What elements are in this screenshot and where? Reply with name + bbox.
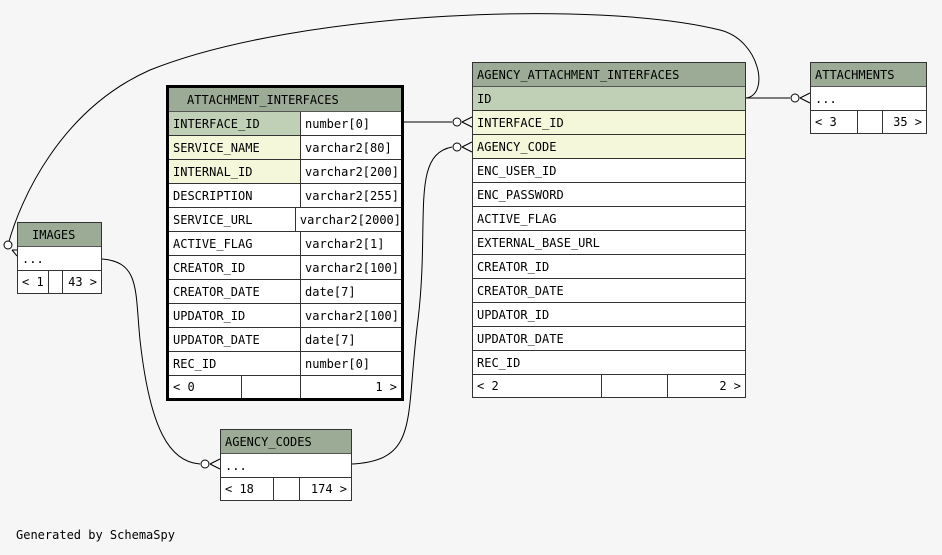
table-title: IMAGES <box>18 223 101 247</box>
column-name: SERVICE_URL <box>173 213 253 227</box>
table-footer: < 18 174 > <box>221 478 351 500</box>
column-name: INTERNAL_ID <box>169 160 300 183</box>
table-title: AGENCY_ATTACHMENT_INTERFACES <box>473 63 745 87</box>
table-images[interactable]: IMAGES ... < 1 43 > <box>17 222 102 294</box>
table-footer: < 2 2 > <box>473 375 745 397</box>
optional-marker-images <box>3 240 13 250</box>
column-name: EXTERNAL_BASE_URL <box>477 236 600 250</box>
footer-right: 2 > <box>667 375 745 397</box>
column-name: CREATOR_ID <box>477 260 550 274</box>
column-type: date[7] <box>300 280 401 303</box>
column-name: INTERFACE_ID <box>169 112 300 135</box>
column-type: varchar2[255] <box>300 184 401 207</box>
column-type: varchar2[80] <box>300 136 401 159</box>
column-name: CREATOR_DATE <box>477 284 564 298</box>
optional-marker-agency-code <box>452 142 462 152</box>
table-footer: < 3 35 > <box>811 111 926 133</box>
footer-left: < 0 <box>173 380 195 394</box>
table-title: ATTACHMENTS <box>811 63 926 87</box>
table-row[interactable]: ACTIVE_FLAG <box>473 207 745 231</box>
column-type: varchar2[200] <box>300 160 401 183</box>
relation-images-agency-codes <box>101 258 201 465</box>
table-row[interactable]: DESCRIPTION varchar2[255] <box>169 184 401 208</box>
table-row[interactable]: EXTERNAL_BASE_URL <box>473 231 745 255</box>
generated-by-label: Generated by SchemaSpy <box>16 528 175 542</box>
column-name: UPDATOR_ID <box>477 308 550 322</box>
column-name: INTERFACE_ID <box>473 111 745 134</box>
footer-left: < 3 <box>815 115 837 129</box>
table-row[interactable]: UPDATOR_ID varchar2[100] <box>169 304 401 328</box>
table-footer: < 0 1 > <box>169 376 401 398</box>
column-name: SERVICE_NAME <box>169 136 300 159</box>
table-row[interactable]: REC_ID number[0] <box>169 352 401 376</box>
column-name: UPDATOR_ID <box>173 309 246 323</box>
table-row[interactable]: ENC_PASSWORD <box>473 183 745 207</box>
column-name: UPDATOR_DATE <box>477 332 564 346</box>
table-row: ... <box>811 87 926 111</box>
column-name: UPDATOR_DATE <box>173 333 260 347</box>
column-name: REC_ID <box>477 356 521 370</box>
table-row[interactable]: UPDATOR_DATE date[7] <box>169 328 401 352</box>
table-attachments[interactable]: ATTACHMENTS ... < 3 35 > <box>810 62 927 134</box>
column-name: ID <box>473 87 745 110</box>
table-row[interactable]: SERVICE_URL varchar2[2000] <box>169 208 401 232</box>
column-name: REC_ID <box>173 357 217 371</box>
table-row[interactable]: CREATOR_ID varchar2[100] <box>169 256 401 280</box>
table-row[interactable]: UPDATOR_DATE <box>473 327 745 351</box>
column-type: varchar2[100] <box>300 256 401 279</box>
footer-left: < 1 <box>22 275 44 289</box>
table-footer: < 1 43 > <box>18 271 101 293</box>
table-row[interactable]: CREATOR_DATE date[7] <box>169 280 401 304</box>
footer-left: < 2 <box>477 379 499 393</box>
footer-right: 35 > <box>882 111 926 133</box>
table-row[interactable]: AGENCY_CODE <box>473 135 745 159</box>
column-type: number[0] <box>300 352 401 375</box>
column-name: ACTIVE_FLAG <box>173 237 253 251</box>
column-type: varchar2[1] <box>300 232 401 255</box>
optional-marker-interface-id <box>452 117 462 127</box>
column-name: DESCRIPTION <box>173 189 253 203</box>
column-type: number[0] <box>300 112 401 135</box>
optional-marker-attachments <box>790 93 800 103</box>
column-name: AGENCY_CODE <box>473 135 745 158</box>
column-name: CREATOR_ID <box>173 261 246 275</box>
table-title: ATTACHMENT_INTERFACES <box>169 88 401 112</box>
column-name: CREATOR_DATE <box>173 285 260 299</box>
column-name: ENC_PASSWORD <box>477 188 564 202</box>
table-row[interactable]: ID <box>473 87 745 111</box>
table-row[interactable]: CREATOR_ID <box>473 255 745 279</box>
column-type: varchar2[2000] <box>294 208 401 231</box>
column-name: ACTIVE_FLAG <box>477 212 557 226</box>
relation-images <box>7 13 760 246</box>
table-row[interactable]: ACTIVE_FLAG varchar2[1] <box>169 232 401 256</box>
footer-right: 1 > <box>300 376 401 398</box>
table-row[interactable]: ENC_USER_ID <box>473 159 745 183</box>
table-title: AGENCY_CODES <box>221 430 351 454</box>
optional-marker-agency-codes <box>200 459 210 469</box>
table-row: ... <box>18 247 101 271</box>
column-name: ENC_USER_ID <box>477 164 557 178</box>
table-row[interactable]: UPDATOR_ID <box>473 303 745 327</box>
column-type: varchar2[100] <box>300 304 401 327</box>
column-type: date[7] <box>300 328 401 351</box>
table-row: ... <box>221 454 351 478</box>
footer-right: 43 > <box>62 271 101 293</box>
table-row[interactable]: REC_ID <box>473 351 745 375</box>
table-row[interactable]: CREATOR_DATE <box>473 279 745 303</box>
relation-agency-code <box>351 146 453 465</box>
footer-left: < 18 <box>225 482 254 496</box>
footer-right: 174 > <box>299 478 351 500</box>
table-row[interactable]: INTERFACE_ID <box>473 111 745 135</box>
table-agency-codes[interactable]: AGENCY_CODES ... < 18 174 > <box>220 429 352 501</box>
